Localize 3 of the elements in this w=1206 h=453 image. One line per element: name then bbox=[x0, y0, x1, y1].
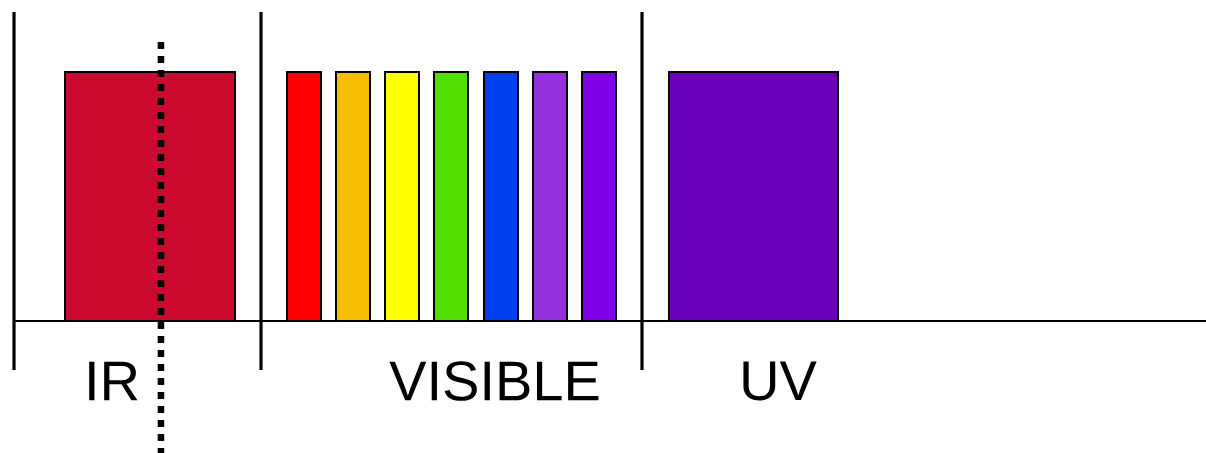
region-label: UV bbox=[743, 361, 817, 401]
region-label: IR bbox=[89, 361, 138, 401]
region-label: VISIBLE bbox=[389, 361, 599, 401]
